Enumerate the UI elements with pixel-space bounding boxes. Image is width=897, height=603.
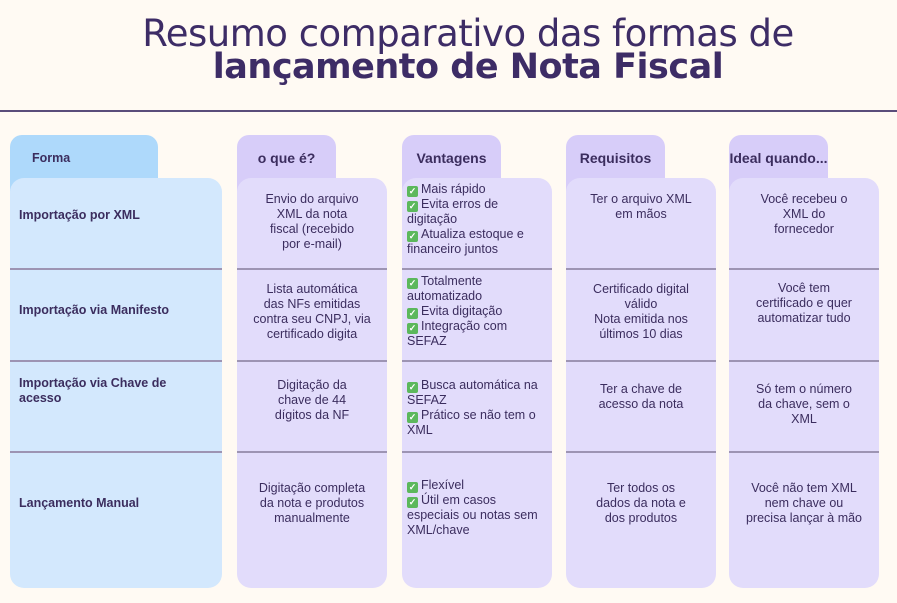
row-divider bbox=[10, 360, 222, 362]
check-icon: ✓ bbox=[407, 323, 418, 334]
row-divider bbox=[566, 360, 716, 362]
check-icon: ✓ bbox=[407, 308, 418, 319]
row-divider bbox=[566, 268, 716, 270]
advantage-item: ✓Integração com SEFAZ bbox=[407, 319, 547, 349]
advantage-text: Busca automática na SEFAZ bbox=[407, 378, 538, 407]
ideal-cell: Você tem certificado e quer automatizar … bbox=[756, 281, 852, 325]
vantagens-cell: ✓Totalmente automatizado✓Evita digitação… bbox=[402, 274, 552, 349]
forma-cell: Importação por XML bbox=[19, 208, 140, 222]
row-divider bbox=[402, 451, 552, 453]
row-divider bbox=[566, 451, 716, 453]
check-icon: ✓ bbox=[407, 497, 418, 508]
row-divider bbox=[729, 268, 879, 270]
title-line-2: lançamento de Nota Fiscal bbox=[212, 47, 724, 87]
advantage-item: ✓Flexível bbox=[407, 478, 547, 493]
check-icon: ✓ bbox=[407, 482, 418, 493]
row-divider bbox=[729, 360, 879, 362]
row-divider bbox=[402, 360, 552, 362]
row-divider bbox=[10, 451, 222, 453]
forma-cell: Importação via Chave de acesso bbox=[19, 376, 167, 405]
oque-cell: Lista automática das NFs emitidas contra… bbox=[253, 282, 371, 341]
ideal-cell: Você não tem XML nem chave ou precisa la… bbox=[745, 481, 863, 525]
row-divider bbox=[237, 268, 387, 270]
ideal-cell: Só tem o número da chave, sem o XML bbox=[756, 382, 852, 426]
column-body: ✓Mais rápido✓Evita erros de digitação✓At… bbox=[402, 178, 552, 588]
requisitos-cell: Ter a chave de acesso da nota bbox=[598, 382, 684, 411]
advantage-item: ✓Prático se não tem o XML bbox=[407, 408, 547, 438]
vantagens-cell: ✓Busca automática na SEFAZ✓Prático se nã… bbox=[402, 378, 552, 438]
advantage-text: Prático se não tem o XML bbox=[407, 408, 536, 437]
ideal-cell: Você recebeu o XML do fornecedor bbox=[760, 192, 848, 236]
check-icon: ✓ bbox=[407, 186, 418, 197]
advantage-text: Evita digitação bbox=[421, 304, 503, 318]
advantage-text: Mais rápido bbox=[421, 182, 486, 196]
advantage-text: Útil em casos especiais ou notas sem XML… bbox=[407, 493, 538, 537]
advantage-item: ✓Mais rápido bbox=[407, 182, 547, 197]
oque-cell: Envio do arquivo XML da nota fiscal (rec… bbox=[265, 192, 359, 251]
row-divider bbox=[729, 451, 879, 453]
advantage-item: ✓Atualiza estoque e financeiro juntos bbox=[407, 227, 547, 257]
check-icon: ✓ bbox=[407, 231, 418, 242]
advantage-item: ✓Evita digitação bbox=[407, 304, 547, 319]
oque-cell: Digitação completa da nota e produtos ma… bbox=[258, 481, 366, 525]
check-icon: ✓ bbox=[407, 201, 418, 212]
vantagens-cell: ✓Mais rápido✓Evita erros de digitação✓At… bbox=[402, 182, 552, 257]
advantage-item: ✓Útil em casos especiais ou notas sem XM… bbox=[407, 493, 547, 538]
advantage-text: Evita erros de digitação bbox=[407, 197, 499, 226]
title-divider bbox=[0, 110, 897, 112]
advantage-item: ✓Evita erros de digitação bbox=[407, 197, 547, 227]
check-icon: ✓ bbox=[407, 412, 418, 423]
requisitos-cell: Ter o arquivo XML em mãos bbox=[590, 192, 692, 221]
advantage-item: ✓Totalmente automatizado bbox=[407, 274, 547, 304]
forma-cell: Lançamento Manual bbox=[19, 496, 140, 510]
vantagens-cell: ✓Flexível✓Útil em casos especiais ou not… bbox=[402, 478, 552, 538]
row-divider bbox=[402, 268, 552, 270]
forma-cell: Importação via Manifesto bbox=[19, 303, 170, 317]
advantage-text: Integração com SEFAZ bbox=[407, 319, 508, 348]
check-icon: ✓ bbox=[407, 382, 418, 393]
row-divider bbox=[10, 268, 222, 270]
advantage-item: ✓Busca automática na SEFAZ bbox=[407, 378, 547, 408]
title-line-1: Resumo comparativo das formas de bbox=[142, 12, 794, 55]
requisitos-cell: Ter todos os dados da nota e dos produto… bbox=[596, 481, 686, 525]
column-body: Importação por XML Importação via Manifes… bbox=[10, 178, 222, 588]
advantage-text: Flexível bbox=[421, 478, 465, 492]
check-icon: ✓ bbox=[407, 278, 418, 289]
oque-cell: Digitação da chave de 44 dígitos da NF bbox=[274, 378, 350, 422]
advantage-text: Atualiza estoque e financeiro juntos bbox=[407, 227, 524, 256]
advantage-text: Totalmente automatizado bbox=[407, 274, 483, 303]
column-body: Envio do arquivo XML da nota fiscal (rec… bbox=[237, 178, 387, 588]
row-divider bbox=[237, 451, 387, 453]
requisitos-cell: Certificado digital válido Nota emitida … bbox=[593, 282, 689, 341]
row-divider bbox=[237, 360, 387, 362]
